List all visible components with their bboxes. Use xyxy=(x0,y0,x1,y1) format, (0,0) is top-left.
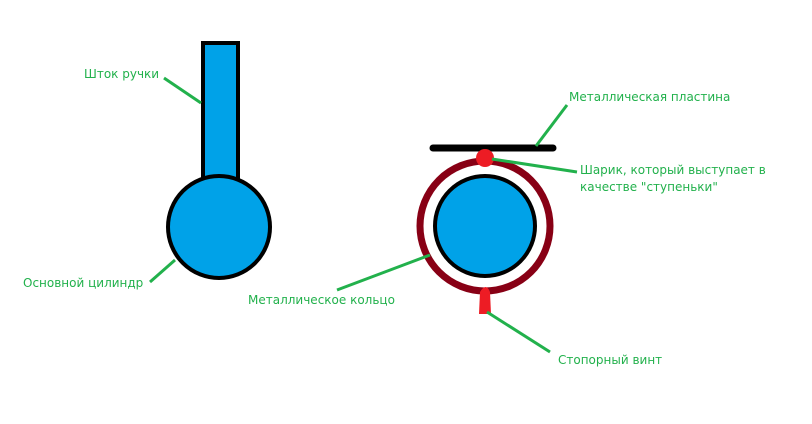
ball-step-label-line2: качестве "ступеньки" xyxy=(580,180,718,194)
cylinder-leader-line xyxy=(149,258,176,284)
rod-leader-line xyxy=(163,76,202,105)
screw-leader-line xyxy=(486,310,551,354)
handle-rod-label: Шток ручки xyxy=(84,67,160,81)
ball-step-label-line1: Шарик, который выступает в xyxy=(580,163,766,177)
main-cylinder-label: Основной цилиндр xyxy=(23,276,144,290)
stop-screw-shape xyxy=(479,287,491,314)
ball-step-label: Шарик, который выступает в качестве "сту… xyxy=(580,162,766,196)
handle-rod-shape xyxy=(201,41,240,181)
ball-leader-line xyxy=(491,157,578,174)
metal-ring-label: Металлическое кольцо xyxy=(248,293,395,307)
ball-step-shape xyxy=(476,149,494,167)
inner-cylinder-shape xyxy=(433,174,537,278)
main-cylinder-shape xyxy=(166,174,272,280)
metal-plate-label: Металлическая пластина xyxy=(569,90,731,104)
plate-leader-line xyxy=(534,104,569,147)
ring-leader-line xyxy=(336,253,431,292)
stop-screw-label: Стопорный винт xyxy=(558,353,663,367)
